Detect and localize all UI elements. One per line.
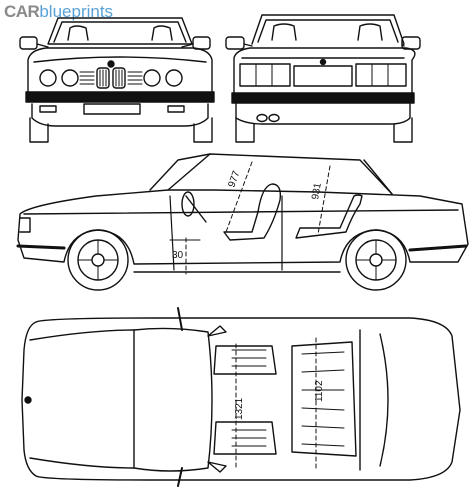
front-view: [19, 17, 215, 143]
tail-light-left: [239, 63, 291, 87]
steering-wheel: [181, 191, 195, 217]
headlight-right-inner: [143, 69, 161, 87]
dimension-label-30: 30: [172, 250, 184, 261]
side-seat-front: [223, 183, 282, 241]
rear-plate: [293, 65, 353, 87]
left-mirror: [19, 36, 38, 50]
rear-bumper: [231, 92, 415, 104]
headlight-right-outer: [165, 69, 183, 87]
front-plate: [83, 103, 141, 115]
tail-light-right: [355, 63, 407, 87]
top-rear-seats: [291, 341, 357, 457]
right-mirror: [192, 36, 211, 50]
site-logo: CARblueprints: [4, 2, 113, 22]
exhaust-right: [268, 113, 280, 123]
top-dimension-lines: [235, 337, 317, 471]
dimension-label-977: 977: [226, 169, 242, 189]
side-dimension-lines: [185, 161, 331, 275]
top-windshield: [133, 327, 213, 472]
exhaust-left: [256, 113, 268, 123]
side-seat-rear: [295, 194, 363, 239]
rear-right-mirror: [401, 36, 421, 50]
rear-left-mirror: [225, 36, 245, 50]
top-left-mirror: [207, 325, 227, 337]
top-right-mirror: [207, 461, 227, 473]
dimension-label-1102: 1102: [314, 380, 325, 402]
rear-badge: [319, 58, 327, 66]
top-front-seats: [213, 345, 277, 455]
side-view: [16, 153, 469, 291]
logo-blueprints-text: blueprints: [39, 2, 114, 21]
dimension-label-1321: 1321: [234, 397, 245, 420]
top-body-outline: [21, 317, 461, 481]
headlight-left-outer: [39, 69, 57, 87]
logo-brand-text: CAR: [4, 2, 40, 21]
front-bumper: [25, 91, 215, 103]
dimension-label-931: 931: [310, 182, 324, 201]
front-badge: [107, 60, 115, 68]
rear-wheel: [345, 229, 407, 291]
top-badge: [24, 396, 32, 404]
rear-view: [225, 14, 421, 143]
top-view: [21, 307, 461, 487]
headlight-left-inner: [61, 69, 79, 87]
front-wheel: [67, 229, 129, 291]
kidney-grille: [96, 67, 126, 89]
